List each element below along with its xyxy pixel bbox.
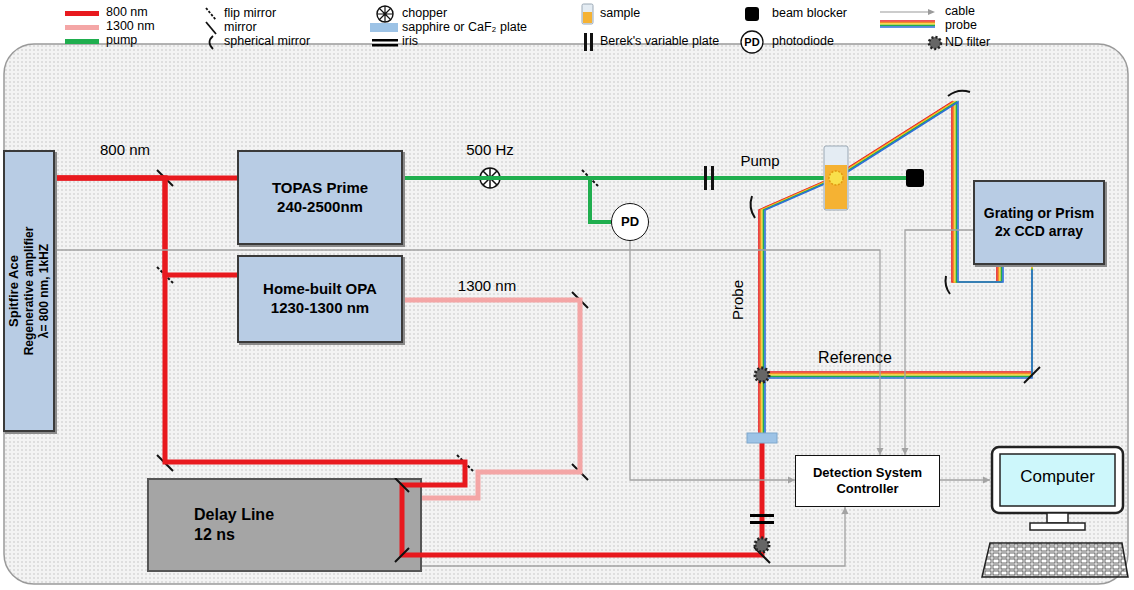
retroreflector — [382, 478, 422, 572]
delay-line-box: Delay Line12 ns — [147, 478, 422, 572]
laser-beam — [403, 300, 580, 498]
legend-text: cable — [945, 5, 975, 19]
box-label: Computer — [1020, 466, 1095, 487]
legend-text: iris — [402, 35, 418, 49]
beam-label: Pump — [740, 153, 779, 170]
legend-text: flip mirror — [224, 7, 276, 21]
box-label: TOPAS Prime — [272, 179, 368, 198]
legend-text: chopper — [402, 7, 447, 21]
box-label: 12 ns — [194, 525, 235, 545]
box-label: 240-2500nm — [277, 198, 363, 217]
legend-text: beam blocker — [772, 7, 847, 21]
beam-label: 800 nm — [100, 142, 150, 159]
beam-label: PD — [744, 36, 759, 48]
controller-box: Detection System Controller — [795, 455, 940, 507]
laser-beam — [403, 178, 611, 222]
legend-text: probe — [945, 19, 977, 33]
legend-text: Berek's variable plate — [600, 35, 719, 49]
beam-label: 1300 nm — [458, 278, 516, 295]
opa-box: TOPAS Prime240-2500nm — [237, 150, 403, 245]
box-label: Grating or Prism — [984, 205, 1094, 223]
photodiode-circle: PD — [611, 203, 649, 241]
legend-text: sapphire or CaF₂ plate — [402, 21, 527, 35]
computer-monitor: Computer — [990, 445, 1125, 533]
legend-swatch — [370, 23, 398, 32]
legend-text: ND filter — [945, 36, 990, 50]
legend-swatch — [65, 39, 99, 44]
box-label: Spitfire Ace — [6, 150, 22, 432]
laser-beam — [55, 178, 237, 275]
legend-text: mirror — [224, 21, 257, 35]
legend-text: spherical mirror — [224, 35, 310, 49]
box-label: Home-built OPA — [263, 280, 377, 299]
cable — [902, 230, 974, 455]
beam-label: Probe — [730, 280, 747, 320]
legend-swatch — [65, 11, 99, 16]
box-label: 2x CCD array — [995, 223, 1083, 241]
opa-box: Home-built OPA1230-1300 nm — [237, 255, 403, 343]
box-label: Regenerative amplifier — [22, 150, 37, 432]
legend-text: 800 nm — [106, 6, 148, 20]
monitor-outline — [990, 445, 1125, 533]
beam-label: 500 Hz — [466, 142, 514, 159]
box-label: 1230-1300 nm — [271, 299, 369, 318]
box-label: λ= 800 nm, 1kHZ — [37, 150, 52, 432]
legend-swatch — [65, 25, 99, 30]
legend-text: photodiode — [772, 35, 834, 49]
beam-label: Reference — [818, 349, 892, 367]
laser-box: Spitfire AceRegenerative amplifierλ= 800… — [3, 150, 55, 432]
cable — [630, 241, 795, 484]
rotated-text: Spitfire AceRegenerative amplifierλ= 800… — [6, 150, 52, 432]
box-label: Delay Line — [194, 505, 274, 525]
cable — [940, 477, 990, 484]
legend-text: 1300 nm — [106, 20, 155, 34]
detector-box: Grating or Prism2x CCD array — [973, 180, 1105, 265]
box-label: PD — [621, 214, 639, 230]
box-label: Detection System Controller — [803, 465, 933, 498]
cable — [55, 250, 884, 455]
legend-text: pump — [106, 34, 137, 48]
legend-swatch — [745, 7, 759, 21]
legend-text: sample — [600, 7, 640, 21]
cable — [422, 507, 849, 566]
